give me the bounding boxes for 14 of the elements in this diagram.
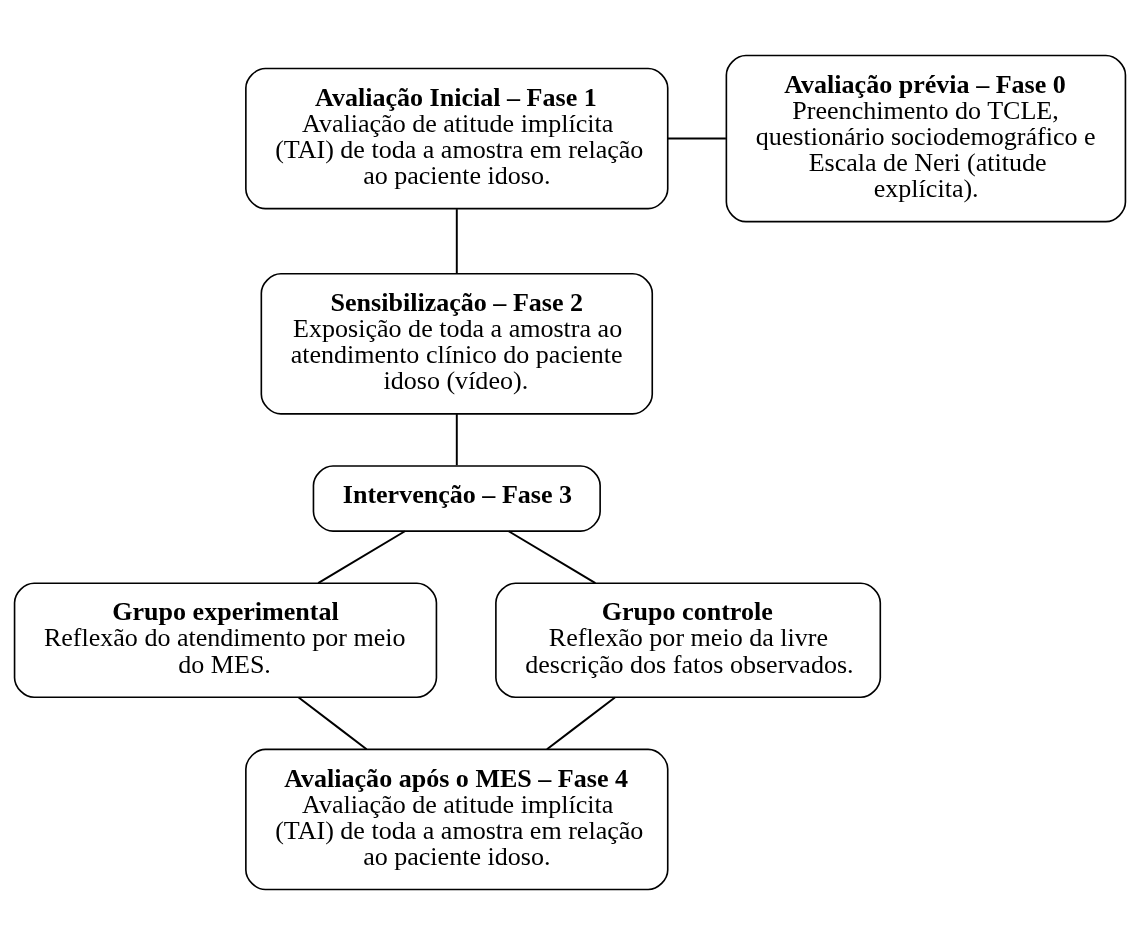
node-box: Avaliação prévia – Fase 0 Preenchimento do TCLE, questionário sociodemográfico e Escala de Neri (atitude explícita).: [725, 54, 1127, 223]
connector: [667, 137, 727, 140]
connector: [507, 530, 597, 585]
connector: [317, 530, 406, 585]
connector: [455, 413, 458, 467]
node-box: Grupo controle Reflexão por meio da livre descrição dos fatos observados.: [495, 582, 882, 699]
node-box: Sensibilização – Fase 2 Exposição de toda a amostra ao atendimento clínico do paciente idoso (vídeo).: [260, 272, 654, 415]
node-box: Grupo experimental Reflexão do atendimento por meio do MES.: [13, 582, 438, 699]
connector: [455, 208, 458, 275]
node-box: Intervenção – Fase 3: [312, 465, 601, 532]
connector: [546, 696, 616, 751]
node-box: Avaliação Inicial – Fase 1 Avaliação de atitude implícita (TAI) de toda a amostra em relação ao paciente idoso.: [245, 67, 669, 210]
node-box: Avaliação após o MES – Fase 4 Avaliação de atitude implícita (TAI) de toda a amostra em relação ao paciente idoso.: [245, 748, 669, 891]
connector: [297, 696, 368, 751]
